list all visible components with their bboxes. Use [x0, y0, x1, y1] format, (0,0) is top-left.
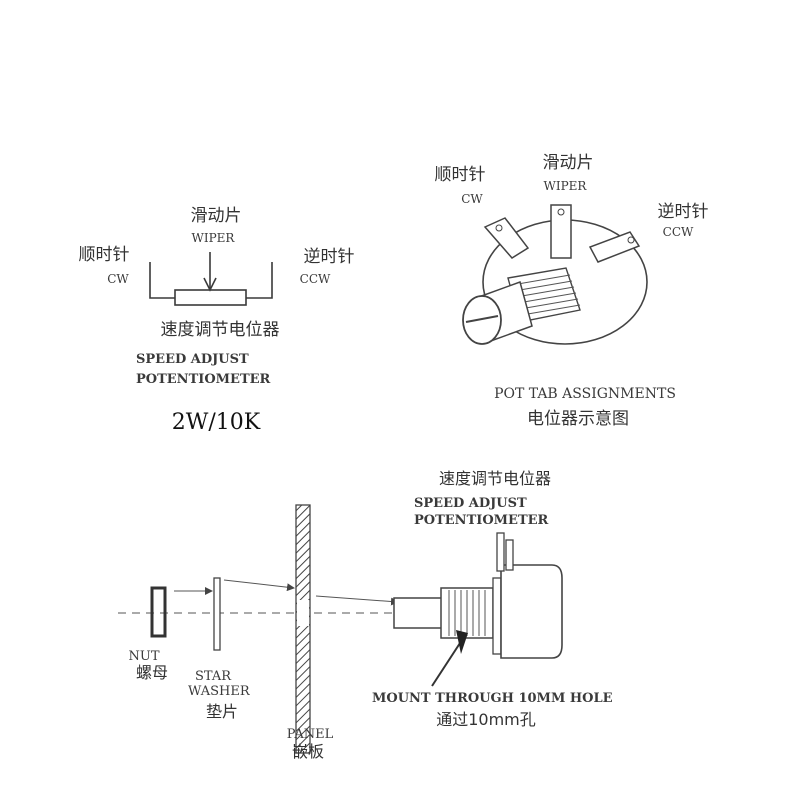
- schematic-symbol: 滑动片 WIPER 顺时针 CW 逆时针 CCW 速度调节电位器 SPEED A…: [79, 206, 355, 435]
- mount-pot-en-2: POTENTIOMETER: [414, 513, 549, 528]
- mounting-diagram: 速度调节电位器 SPEED ADJUST POTENTIOMETER: [118, 469, 613, 761]
- pot-housing: [500, 564, 563, 659]
- panel-arrow: [315, 595, 399, 606]
- schematic-wiper-en: WIPER: [192, 231, 236, 245]
- schematic-wiper-cn: 滑动片: [191, 206, 242, 226]
- power-rating: 2W/10K: [172, 410, 261, 435]
- pot-cw-en: CW: [461, 192, 483, 206]
- wiper-tab: [550, 204, 572, 259]
- mount-label-en: MOUNT THROUGH 10MM HOLE: [372, 691, 613, 706]
- shaft-slot: [465, 315, 499, 323]
- wiper-arrow-head: [203, 277, 217, 292]
- pot-caption-cn: 电位器示意图: [527, 409, 629, 429]
- washer-label-en-2: WASHER: [188, 684, 251, 699]
- pot-ccw-cn: 逆时针: [658, 202, 709, 222]
- pot-wiper-en: WIPER: [544, 179, 588, 193]
- schematic-cw-cn: 顺时针: [79, 245, 130, 265]
- nut-label-cn: 螺母: [136, 663, 168, 682]
- panel-label-cn: 嵌板: [292, 742, 324, 761]
- ccw-terminal-line: [246, 262, 273, 299]
- pot-shaft: [393, 597, 443, 629]
- mount-label-cn: 通过10mm孔: [436, 710, 536, 729]
- panel: [295, 504, 311, 754]
- resistor-body: [174, 289, 247, 306]
- washer-label-cn: 垫片: [206, 702, 238, 721]
- nut: [150, 586, 167, 638]
- pot-cw-cn: 顺时针: [435, 165, 486, 185]
- pot-wiper-cn: 滑动片: [543, 153, 594, 173]
- pot-side-view: [393, 532, 563, 659]
- pot-terminal-1: [496, 532, 505, 572]
- panel-label-en: PANEL: [287, 727, 334, 742]
- ccw-tab: [588, 231, 641, 263]
- hole-arrow-head: [456, 630, 468, 654]
- pot-caption-en: POT TAB ASSIGNMENTS: [494, 386, 676, 402]
- mount-pot-cn: 速度调节电位器: [439, 469, 551, 488]
- schematic-cw-en: CW: [107, 272, 129, 286]
- nut-label-en: NUT: [128, 649, 159, 664]
- schematic-title-en-2: POTENTIOMETER: [136, 372, 271, 387]
- schematic-title-cn: 速度调节电位器: [161, 320, 280, 340]
- schematic-ccw-cn: 逆时针: [304, 247, 355, 267]
- star-washer: [213, 577, 221, 651]
- pot-ccw-en: CCW: [663, 225, 694, 239]
- mount-pot-en-1: SPEED ADJUST: [414, 496, 527, 511]
- washer-label-en-1: STAR: [195, 669, 232, 684]
- pot-terminal-2: [505, 539, 514, 571]
- pot-tab-view: 顺时针 CW 滑动片 WIPER 逆时针 CCW POT TAB ASSIGNM…: [435, 153, 709, 429]
- hole-arrow-shaft: [431, 639, 463, 687]
- schematic-title-en-1: SPEED ADJUST: [136, 352, 249, 367]
- schematic-ccw-en: CCW: [300, 272, 331, 286]
- washer-arrow: [223, 579, 295, 592]
- cw-terminal-line: [149, 262, 175, 299]
